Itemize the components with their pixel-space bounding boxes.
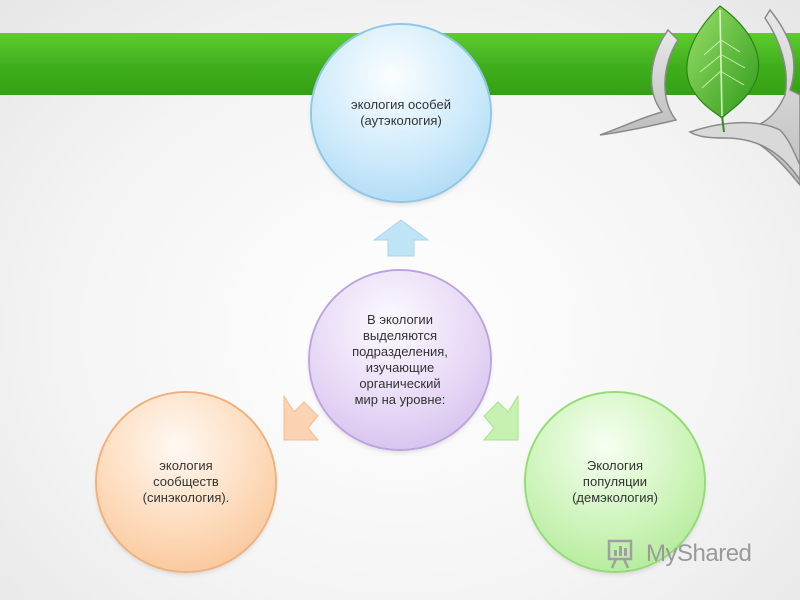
node-synecology: экология сообществ (синэкология). [97,393,275,571]
node-autecology-label: экология особей (аутэкология) [351,97,451,128]
node-synecology-label: экология сообществ (синэкология). [142,458,230,505]
presentation-icon [607,539,633,569]
arrow-up-icon [372,219,430,257]
arrow-down-left-icon [283,394,320,441]
watermark: MyShared [606,536,776,572]
watermark-text: MyShared [646,540,752,567]
node-autecology: экология особей (аутэкология) [312,25,490,201]
node-center-label: В экологии выделяются подразделения, изу… [352,312,448,407]
arrow-down-right-icon [482,394,519,441]
node-demecology-label: Экология популяции (демэкология) [572,458,658,505]
node-center: В экологии выделяются подразделения, изу… [310,271,490,449]
